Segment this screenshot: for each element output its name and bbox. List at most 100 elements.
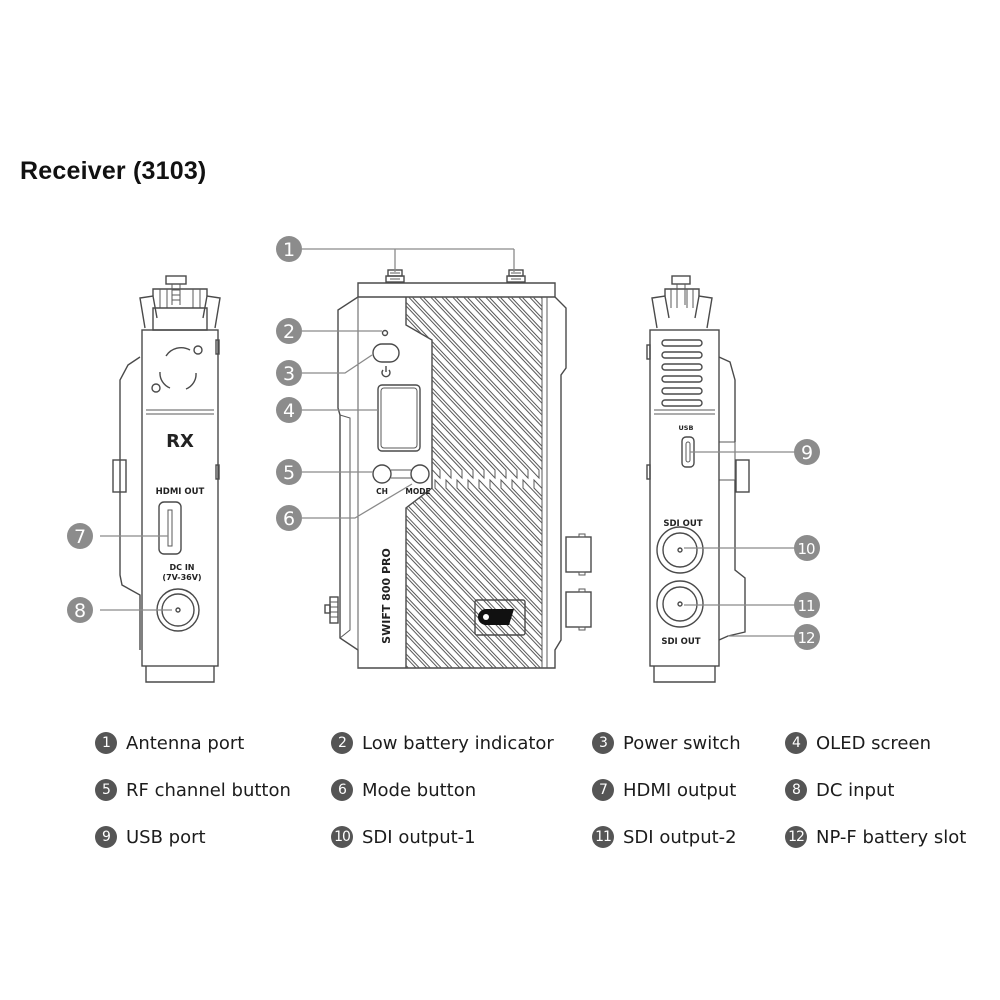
sdi-connector-side-top (565, 533, 592, 576)
hatch-line (406, 478, 537, 668)
legend-label: Antenna port (126, 732, 245, 754)
sdi-output-2-port[interactable] (656, 580, 704, 628)
sdi-out-bottom-label: SDI OUT (661, 637, 700, 647)
hatch-line (600, 480, 800, 698)
legend-item-antenna-port: 1 Antenna port (95, 728, 244, 758)
hatch-line (511, 297, 542, 480)
dc-voltage-label: (7V-36V) (162, 573, 201, 582)
legend-label: USB port (126, 826, 206, 848)
hatch-line (776, 480, 976, 698)
legend-label: SDI output-1 (362, 826, 476, 848)
legend-badge: 8 (785, 779, 807, 801)
legend-badge: 9 (95, 826, 117, 848)
low-battery-led (381, 329, 389, 337)
hatch-line (489, 478, 542, 668)
legend-badge: 3 (592, 732, 614, 754)
legend-label: DC input (816, 779, 895, 801)
svg-text:11: 11 (797, 597, 815, 615)
hatch-line (556, 290, 726, 478)
callout-1: 1 (276, 236, 302, 262)
side-knob (324, 596, 339, 624)
hatch-line (699, 480, 899, 698)
fan-vent-icon (151, 345, 203, 393)
hatch-line (611, 480, 811, 698)
rx-badge: RX (166, 431, 194, 452)
legend-label: Power switch (623, 732, 741, 754)
hatch-line (412, 297, 542, 480)
hdmi-out-label: HDMI OUT (156, 487, 205, 497)
hatch-line (655, 480, 855, 698)
left-heatsink (139, 275, 221, 331)
hatch-line (406, 297, 542, 480)
callout-11: 11 (794, 592, 820, 618)
hatch-line (743, 290, 913, 478)
hdmi-port[interactable] (158, 501, 182, 555)
svg-text:12: 12 (797, 629, 815, 647)
hatch-line (600, 290, 770, 478)
legend-label: NP-F battery slot (816, 826, 967, 848)
hatch-line (445, 478, 542, 668)
ch-label: CH (376, 487, 388, 496)
hatch-line (622, 480, 822, 698)
hatch-line (406, 478, 526, 668)
legend-label: HDMI output (623, 779, 737, 801)
hatch-line (556, 480, 756, 698)
hatched-panel (204, 290, 979, 698)
hatched-panel-edge (405, 297, 433, 668)
hatch-line (456, 478, 542, 668)
hatch-line (677, 290, 847, 478)
ch-button[interactable] (372, 464, 392, 484)
front-body (337, 282, 567, 669)
hatch-line (710, 480, 910, 698)
legend-item-mode-button: 6 Mode button (331, 775, 476, 805)
callout-9: 9 (794, 439, 820, 465)
legend-label: OLED screen (816, 732, 931, 754)
hatch-line (467, 297, 542, 480)
model-name: SWIFT 800 PRO (380, 548, 393, 644)
power-button[interactable] (372, 343, 400, 363)
right-side-view: USB SDI OUT SDI OUT (646, 275, 750, 683)
svg-text:8: 8 (74, 600, 86, 622)
hatch-line (478, 297, 542, 480)
hatch-line (406, 297, 518, 480)
legend-item-hdmi-output: 7 HDMI output (592, 775, 736, 805)
sdi-output-1-port[interactable] (656, 526, 704, 574)
hatch-line (721, 480, 921, 698)
legend-item-np-f-battery-slot: 12 NP-F battery slot (785, 822, 966, 852)
hatch-line (406, 297, 419, 480)
hatch-line (406, 297, 463, 480)
svg-text:10: 10 (797, 540, 815, 558)
hatch-line (522, 478, 542, 668)
hatch-line (644, 480, 844, 698)
receiver-diagram: RX HDMI OUT DC IN (7V-36V) (67, 236, 979, 698)
hatch-line (215, 290, 385, 478)
sdi-out-top-label: SDI OUT (663, 519, 702, 529)
hatch-line (644, 290, 814, 478)
hatch-line (406, 478, 493, 668)
hatch-line (204, 480, 404, 698)
svg-text:9: 9 (801, 442, 813, 464)
legend-item-sdi-output-2: 11 SDI output-2 (592, 822, 737, 852)
hatch-line (406, 478, 542, 668)
hatch-line (809, 290, 979, 478)
right-battery-plate (718, 356, 746, 641)
legend-badge: 11 (592, 826, 614, 848)
legend-badge: 7 (592, 779, 614, 801)
legend-item-dc-input: 8 DC input (785, 775, 894, 805)
hatch-line (226, 290, 396, 478)
legend-label: RF channel button (126, 779, 291, 801)
hatch-line (699, 290, 869, 478)
legend-badge: 10 (331, 826, 353, 848)
leader-lines (100, 248, 795, 637)
legend-label: Mode button (362, 779, 477, 801)
hatch-line (578, 480, 778, 698)
hatch-line (754, 480, 954, 698)
hatch-line (533, 297, 542, 480)
hatch-line (677, 480, 877, 698)
left-latch (112, 459, 127, 493)
antenna-port-right[interactable] (506, 269, 526, 283)
callout-3: 3 (276, 360, 302, 386)
svg-text:2: 2 (283, 321, 295, 343)
legend-label: Low battery indicator (362, 732, 554, 754)
mode-button[interactable] (410, 464, 430, 484)
